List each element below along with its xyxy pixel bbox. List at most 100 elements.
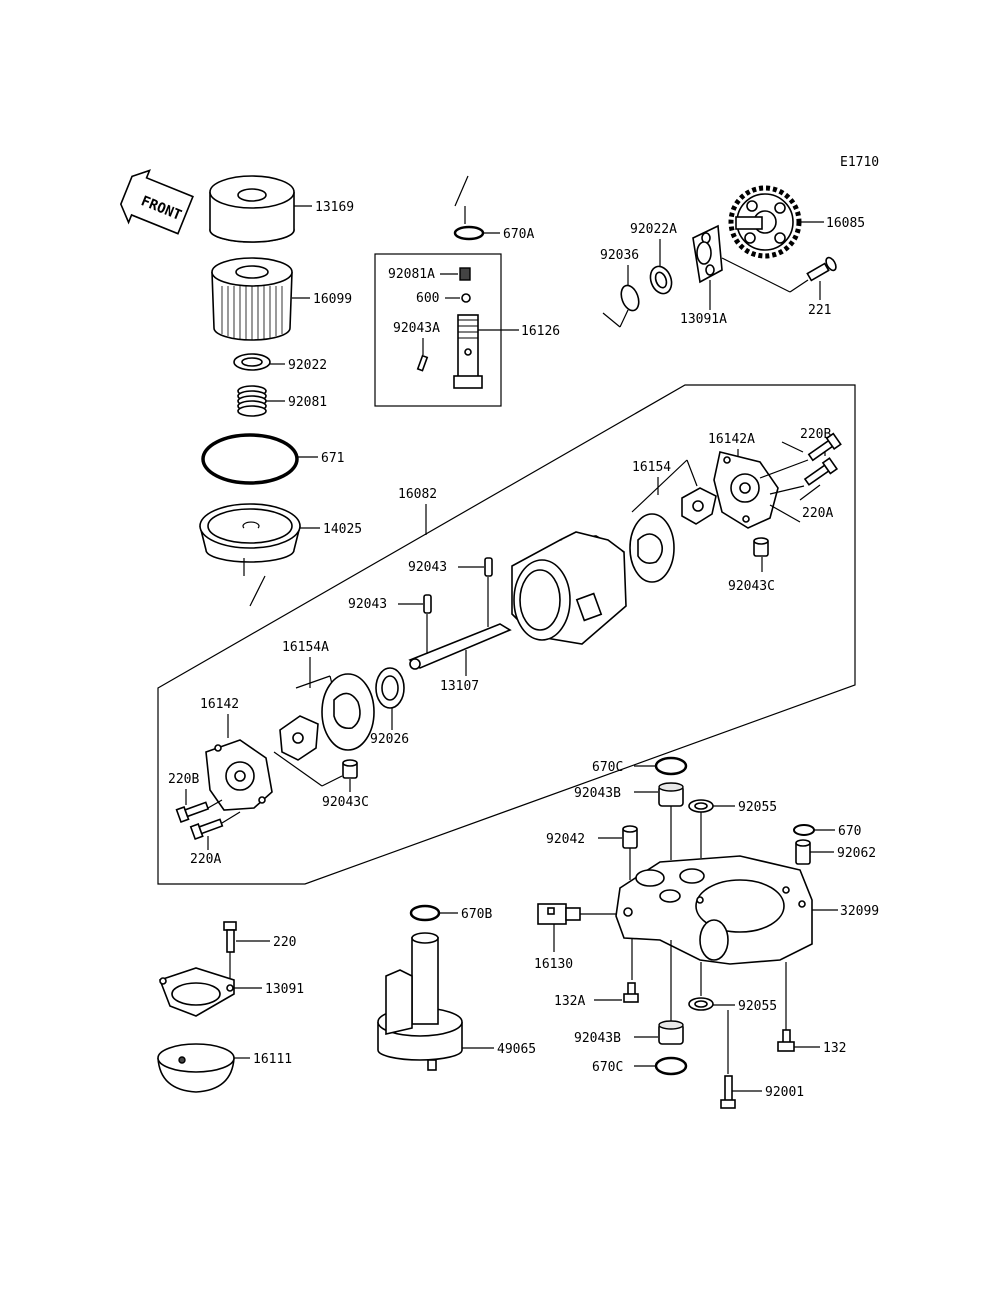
label-92043B-top: 92043B [574,786,621,801]
part-92001-bolt [720,1075,736,1109]
part-220B-bolt-bottom [175,801,210,824]
label-220B-top: 220B [800,427,831,442]
part-600-ball [461,293,471,303]
label-92055-top: 92055 [738,800,777,815]
label-220B-bot: 220B [168,772,199,787]
label-670: 670 [838,824,861,839]
part-220-bolt [223,921,237,953]
part-670A-oring [453,225,485,241]
label-670B: 670B [461,907,492,922]
part-49065-strainer [377,932,463,1071]
front-arrow-icon: FRONT [119,169,194,235]
label-16142: 16142 [200,697,239,712]
label-670A: 670A [503,227,534,242]
part-220A-bolt-top [803,457,839,486]
part-16126-valve [453,314,483,389]
part-13091-plate [158,967,235,1017]
part-670C-oring-bottom [654,1056,688,1076]
diagram-code: E1710 [840,155,879,170]
part-16111-cap [157,1043,235,1093]
part-16142-cover [205,739,273,811]
part-13107-shaft [408,623,512,670]
part-92042-dowel [622,825,638,849]
label-92043-b: 92043 [348,597,387,612]
label-14025: 14025 [323,522,362,537]
label-16142A: 16142A [708,432,755,447]
part-92043-pin-b [423,594,432,614]
part-132A-bolt [623,982,639,1003]
label-13091A: 13091A [680,312,727,327]
part-92062-dowel [795,839,811,865]
part-16142A-cover [713,451,779,529]
part-92043C-dowel-top [753,537,769,557]
label-132A: 132A [554,994,585,1009]
pump-housing [511,531,627,645]
label-13091: 13091 [265,982,304,997]
part-32099-body [615,855,813,965]
part-16085-gear [728,185,802,259]
label-92055-bot: 92055 [738,999,777,1014]
label-16085: 16085 [826,216,865,231]
label-92026: 92026 [370,732,409,747]
part-92043A-pin [416,354,429,372]
part-16154A-inner-rotor [279,715,319,761]
part-16154A-outer-rotor [321,673,375,751]
label-16111: 16111 [253,1052,292,1067]
label-49065: 49065 [497,1042,536,1057]
label-132: 132 [823,1041,846,1056]
part-16154-outer-rotor [629,513,675,583]
label-16099: 16099 [313,292,352,307]
label-16082: 16082 [398,487,437,502]
part-13091A-plate [692,224,723,284]
part-670C-oring-top [654,756,688,776]
part-132-bolt [777,1029,795,1052]
label-92081: 92081 [288,395,327,410]
label-220A-top: 220A [802,506,833,521]
label-32099: 32099 [840,904,879,919]
label-220: 220 [273,935,296,950]
part-14025-screen [199,503,301,563]
part-16130-plug [537,903,581,925]
part-92022A-washer [649,265,673,295]
part-92043B-collar-top [658,782,684,807]
part-92036-circlip [620,284,640,312]
label-670C-bot: 670C [592,1060,623,1075]
part-92043C-dowel-bottom [342,759,358,779]
label-92043A: 92043A [393,321,440,336]
part-220B-bolt-top [807,432,842,462]
label-92043B-bot: 92043B [574,1031,621,1046]
part-92055-washer-top [688,799,714,813]
label-92043C-bot: 92043C [322,795,369,810]
label-220A-bot: 220A [190,852,221,867]
label-92022: 92022 [288,358,327,373]
part-670B-oring [409,904,441,922]
label-16126: 16126 [521,324,560,339]
part-670-oring [793,824,815,836]
part-221-bolt [806,256,837,282]
label-92022A: 92022A [630,222,677,237]
label-92062: 92062 [837,846,876,861]
part-92055-washer-bottom [688,997,714,1011]
part-220A-bolt-bottom [189,818,224,841]
part-16154-inner-rotor [681,487,717,525]
label-13169: 13169 [315,200,354,215]
part-13169-cover [209,175,295,243]
part-92043-pin-a [484,557,493,577]
part-92081A-spring [459,267,471,281]
label-92036: 92036 [600,248,639,263]
label-670C-top: 670C [592,760,623,775]
part-92022-washer [233,353,271,371]
label-671: 671 [321,451,344,466]
part-92081-spring [237,385,267,417]
label-92043-a: 92043 [408,560,447,575]
label-16130: 16130 [534,957,573,972]
label-92081A: 92081A [388,267,435,282]
label-221: 221 [808,303,831,318]
pump-assembly-outline [157,384,856,885]
part-16099-filter [211,257,293,341]
label-16154A: 16154A [282,640,329,655]
label-600: 600 [416,291,439,306]
label-16154: 16154 [632,460,671,475]
part-92026-seal [375,667,405,709]
